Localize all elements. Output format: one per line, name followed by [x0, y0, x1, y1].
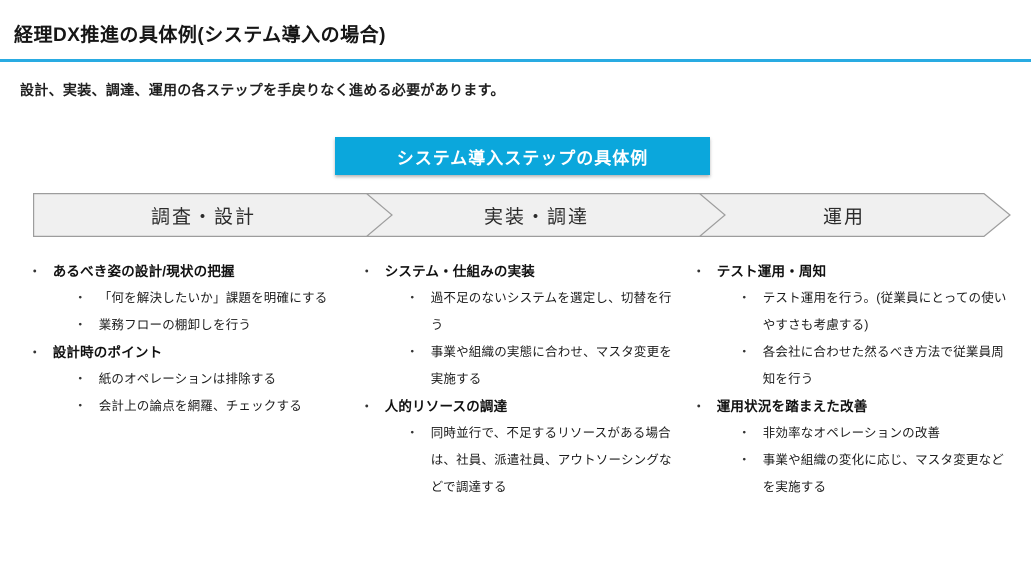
bullet-icon: ・	[738, 291, 751, 305]
chevron-step-research-design: 調査・設計	[33, 193, 396, 237]
detail-item-title: ・ システム・仕組みの実装	[352, 258, 678, 285]
item-title-text: 人的リソースの調達	[384, 399, 508, 414]
bullet-icon: ・	[738, 426, 751, 440]
detail-item-title: ・ 運用状況を踏まえた改善	[684, 393, 1016, 420]
chevron-arrow-icon	[699, 193, 1011, 237]
sub-item-text: 「何を解決したいか」課題を明確にする	[98, 291, 328, 305]
detail-sub-item: ・ 事業や組織の実態に合わせ、マスタ変更を実施する	[352, 339, 678, 393]
detail-column-implementation-procurement: ・ システム・仕組みの実装 ・ 過不足のないシステムを選定し、切替を行う ・ 事…	[352, 258, 678, 501]
detail-sub-item: ・ 事業や組織の変化に応じ、マスタ変更などを実施する	[684, 447, 1016, 501]
detail-sub-item: ・ テスト運用を行う。(従業員にとっての使いやすさも考慮する)	[684, 285, 1016, 339]
sub-item-text: 会計上の論点を網羅、チェックする	[98, 399, 302, 413]
title-underline-rule	[0, 59, 1031, 62]
item-title-text: 設計時のポイント	[52, 345, 163, 360]
detail-item-title: ・ テスト運用・周知	[684, 258, 1016, 285]
page-title: 経理DX推進の具体例(システム導入の場合)	[14, 25, 386, 46]
bullet-icon: ・	[738, 345, 751, 359]
bullet-icon: ・	[28, 264, 42, 279]
sub-item-text: 過不足のないシステムを選定し、切替を行う	[430, 291, 672, 332]
item-title-text: システム・仕組みの実装	[384, 264, 535, 279]
bullet-icon: ・	[74, 372, 87, 386]
bullet-icon: ・	[74, 399, 87, 413]
bullet-icon: ・	[406, 291, 419, 305]
sub-item-text: テスト運用を行う。(従業員にとっての使いやすさも考慮する)	[762, 291, 1007, 332]
detail-sub-item: ・ 各会社に合わせた然るべき方法で従業員周知を行う	[684, 339, 1016, 393]
bullet-icon: ・	[406, 426, 419, 440]
bullet-icon: ・	[74, 318, 87, 332]
sub-item-text: 同時並行で、不足するリソースがある場合は、社員、派遣社員、アウトソーシングなどで…	[430, 426, 672, 494]
step-label: 実装・調達	[483, 206, 589, 228]
step-label: 運用	[822, 206, 865, 228]
page-subtitle: 設計、実装、調達、運用の各ステップを手戻りなく進める必要があります。	[20, 82, 505, 98]
bullet-icon: ・	[692, 264, 706, 279]
detail-sub-item: ・ 紙のオペレーションは排除する	[20, 366, 346, 393]
detail-sub-item: ・ 過不足のないシステムを選定し、切替を行う	[352, 285, 678, 339]
banner-box: システム導入ステップの具体例	[335, 137, 710, 175]
sub-item-text: 各会社に合わせた然るべき方法で従業員周知を行う	[762, 345, 1005, 386]
bullet-icon: ・	[74, 291, 87, 305]
sub-item-text: 非効率なオペレーションの改善	[762, 426, 941, 440]
detail-sub-item: ・ 同時並行で、不足するリソースがある場合は、社員、派遣社員、アウトソーシングな…	[352, 420, 678, 501]
sub-item-text: 紙のオペレーションは排除する	[98, 372, 277, 386]
sub-item-text: 事業や組織の実態に合わせ、マスタ変更を実施する	[430, 345, 673, 386]
item-title-text: 運用状況を踏まえた改善	[716, 399, 868, 414]
process-steps: 調査・設計 実装・調達 運用	[0, 193, 1031, 237]
item-title-text: テスト運用・周知	[716, 264, 827, 279]
detail-column-research-design: ・ あるべき姿の設計/現状の把握 ・ 「何を解決したいか」課題を明確にする ・ …	[20, 258, 346, 420]
detail-item-title: ・ 人的リソースの調達	[352, 393, 678, 420]
banner-label: システム導入ステップの具体例	[396, 148, 649, 168]
sub-item-text: 事業や組織の変化に応じ、マスタ変更などを実施する	[762, 453, 1005, 494]
bullet-icon: ・	[406, 345, 419, 359]
detail-column-operation: ・ テスト運用・周知 ・ テスト運用を行う。(従業員にとっての使いやすさも考慮す…	[684, 258, 1016, 501]
item-title-text: あるべき姿の設計/現状の把握	[52, 264, 235, 279]
bullet-icon: ・	[738, 453, 751, 467]
detail-sub-item: ・ 非効率なオペレーションの改善	[684, 420, 1016, 447]
step-label: 調査・設計	[150, 206, 256, 228]
bullet-icon: ・	[692, 399, 706, 414]
sub-item-text: 業務フローの棚卸しを行う	[98, 318, 252, 332]
chevron-step-operation: 運用	[699, 193, 1011, 237]
bullet-icon: ・	[28, 345, 42, 360]
detail-sub-item: ・ 「何を解決したいか」課題を明確にする	[20, 285, 346, 312]
chevron-step-implementation-procurement: 実装・調達	[366, 193, 729, 237]
detail-item-title: ・ あるべき姿の設計/現状の把握	[20, 258, 346, 285]
detail-sub-item: ・ 業務フローの棚卸しを行う	[20, 312, 346, 339]
bullet-icon: ・	[360, 399, 374, 414]
bullet-icon: ・	[360, 264, 374, 279]
detail-sub-item: ・ 会計上の論点を網羅、チェックする	[20, 393, 346, 420]
detail-item-title: ・ 設計時のポイント	[20, 339, 346, 366]
